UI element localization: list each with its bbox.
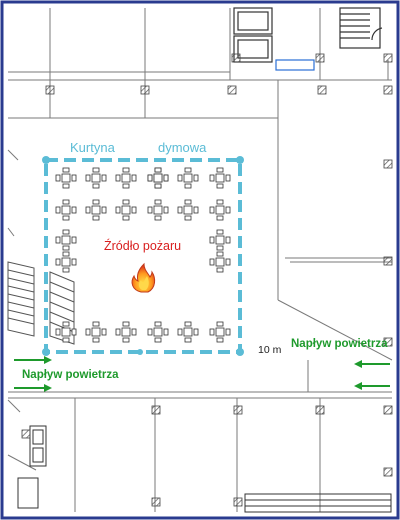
table-group xyxy=(55,321,77,343)
air-inflow-label-right: Napływ powietrza xyxy=(291,338,388,350)
curtain-label-right: dymowa xyxy=(158,140,207,155)
air-arrows xyxy=(14,356,390,392)
table-group xyxy=(209,321,231,343)
dimension-label: 10 m xyxy=(258,344,282,356)
equipment-left xyxy=(17,425,47,509)
bottom-stairs xyxy=(244,493,392,513)
table-group xyxy=(55,199,77,221)
table-group xyxy=(115,199,137,221)
table-group xyxy=(209,167,231,189)
curtain-label-left: Kurtyna xyxy=(70,140,115,155)
table-group xyxy=(85,321,107,343)
arrow-left-icon xyxy=(354,360,390,368)
arrow-right-icon xyxy=(14,356,52,364)
arrow-right-icon xyxy=(14,384,52,392)
fire-icon xyxy=(131,262,156,293)
escalator-left xyxy=(7,261,75,345)
elevator-shafts xyxy=(233,7,383,71)
table-group xyxy=(85,167,107,189)
table-group xyxy=(147,199,169,221)
table-group xyxy=(177,167,199,189)
air-inflow-label-left: Napływ powietrza xyxy=(22,369,119,381)
table-group xyxy=(147,321,169,343)
fire-source-label: Źródło pożaru xyxy=(104,239,182,253)
table-groups xyxy=(55,167,231,343)
walls xyxy=(7,8,393,512)
table-group xyxy=(55,167,77,189)
table-group xyxy=(55,229,77,251)
table-group xyxy=(209,229,231,251)
curtain-corner-markers xyxy=(42,156,244,356)
table-group xyxy=(209,251,231,273)
smoke-curtain xyxy=(44,158,242,354)
table-group xyxy=(85,199,107,221)
table-group xyxy=(177,321,199,343)
table-group xyxy=(115,321,137,343)
arrow-left-icon xyxy=(354,382,390,390)
table-group xyxy=(55,251,77,273)
columns xyxy=(21,53,393,507)
table-group xyxy=(177,199,199,221)
table-group xyxy=(147,167,169,189)
table-group xyxy=(115,167,137,189)
table-group xyxy=(209,199,231,221)
